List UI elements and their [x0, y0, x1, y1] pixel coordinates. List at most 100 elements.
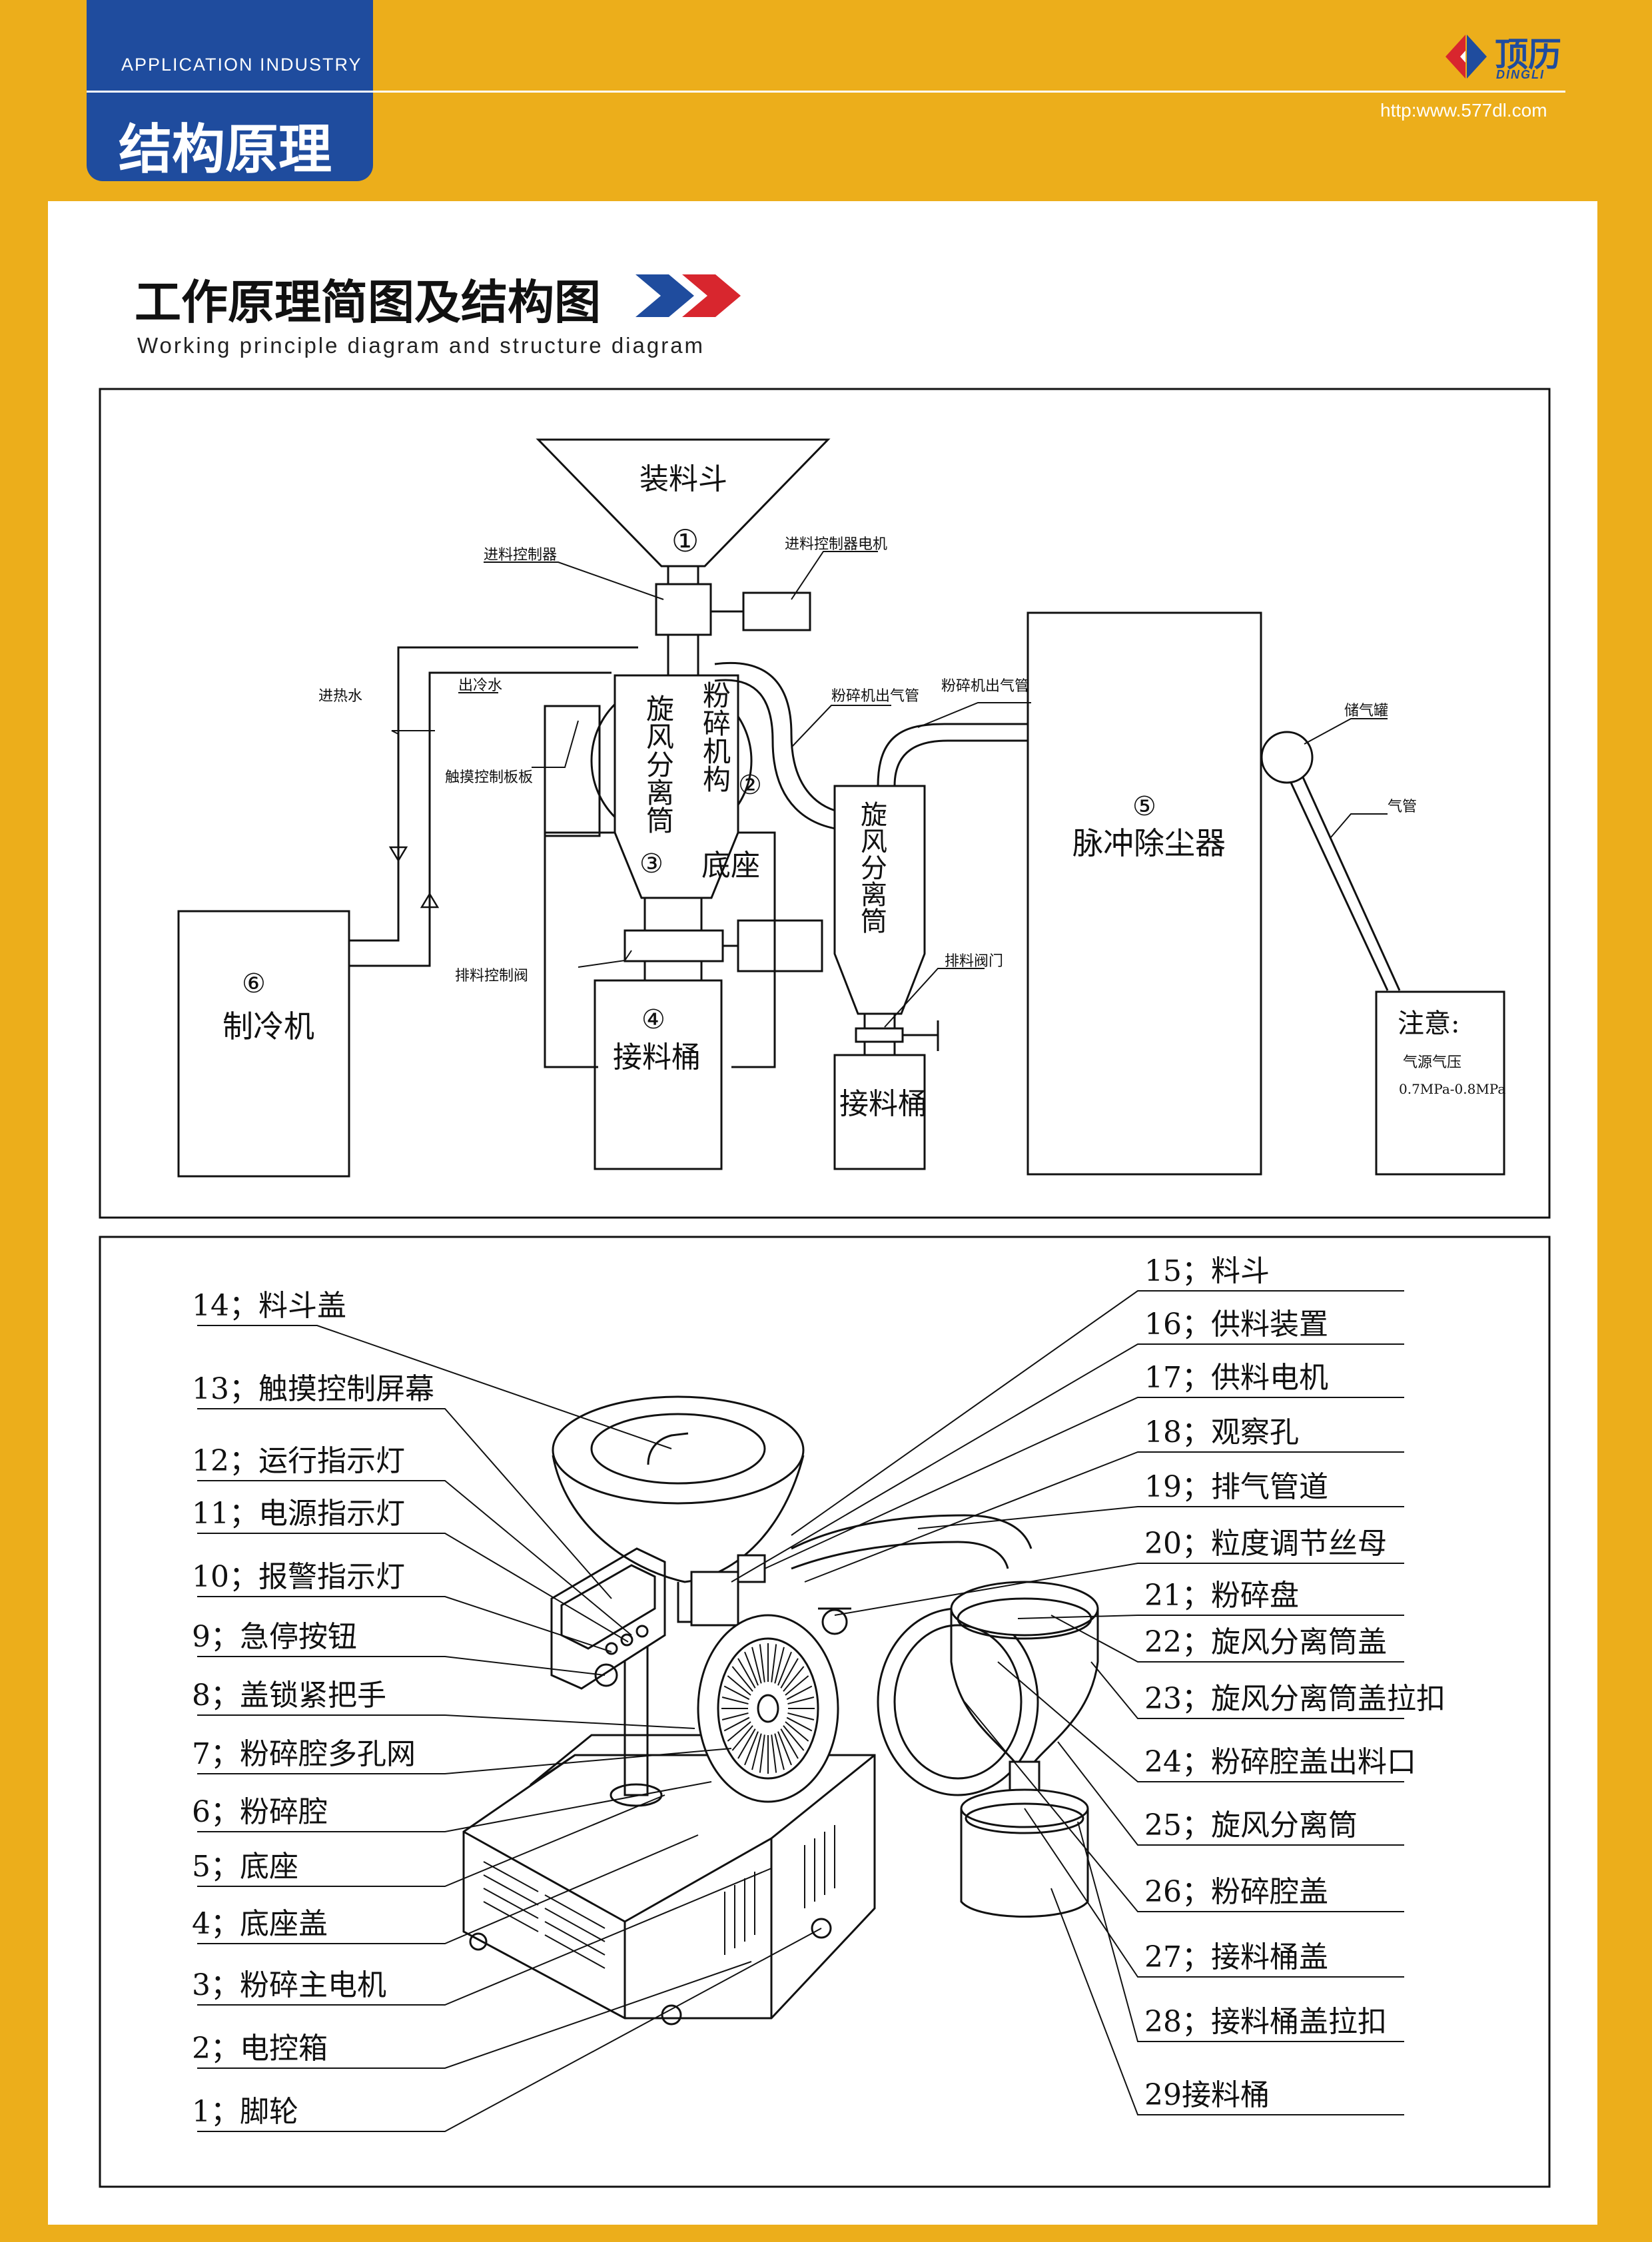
dust-number: ⑤ — [1132, 791, 1156, 822]
outlet-pipe1 — [714, 661, 859, 815]
chiller-number: ⑥ — [242, 968, 266, 999]
section-title: 工作原理简图及结构图 — [135, 275, 601, 330]
crusher-spoke — [780, 1728, 799, 1759]
crusher-spoke — [777, 1651, 792, 1686]
crusher-spoke — [751, 1733, 762, 1770]
hot-water-label: 进热水 — [318, 688, 362, 705]
gate-shape — [855, 1027, 904, 1043]
crusher-number: ② — [738, 770, 762, 801]
chiller-shape — [177, 910, 350, 1178]
hopper-number: ① — [671, 523, 699, 559]
part-label-6: 6；粉碎腔 — [192, 1795, 328, 1829]
feed-controller-label: 进料控制器 — [484, 547, 557, 563]
part-label-23: 23；旋风分离筒盖拉扣 — [1144, 1682, 1446, 1716]
part-label-15: 15；料斗 — [1144, 1254, 1270, 1288]
part-label-12: 12；运行指示灯 — [192, 1444, 405, 1478]
part-label-17: 17；供料电机 — [1144, 1361, 1328, 1395]
hot-water-line — [349, 646, 638, 942]
note-box — [1375, 990, 1505, 1176]
logo-icon — [1446, 35, 1487, 79]
note-line2: 0.7MPa-0.8MPa — [1399, 1081, 1505, 1097]
feed-motor-label: 进料控制器电机 — [785, 536, 887, 553]
crusher-spoke — [759, 1734, 765, 1773]
touch-panel-label: 触摸控制板板 — [445, 769, 533, 786]
machine-drawing — [462, 1395, 1099, 2026]
logo-text-cn: 顶历 — [1495, 35, 1561, 74]
right-part-labels: 15；料斗 16；供料装置 17；供料电机 18；观察孔 19；排气管道 20；… — [1144, 1254, 1446, 2112]
cold-water-label: 出冷水 — [458, 677, 502, 694]
crusher-spoke — [723, 1685, 750, 1700]
bin2-label: 接料桶 — [839, 1087, 927, 1121]
part-label-4: 4；底座盖 — [192, 1907, 328, 1941]
crusher-spoke — [731, 1666, 753, 1692]
part-label-16: 16；供料装置 — [1144, 1308, 1328, 1341]
crusher-spoke — [727, 1675, 751, 1696]
crusher-spoke — [783, 1725, 805, 1751]
bin2-shape — [833, 1054, 926, 1170]
crusher-spoke — [774, 1733, 785, 1770]
part-label-25: 25；旋风分离筒 — [1144, 1808, 1358, 1842]
crusher-spoke — [771, 1734, 777, 1773]
outlet-pipe2 — [877, 723, 1028, 787]
crusher-spoke — [780, 1658, 799, 1688]
principle-diagram: 装料斗 ① 进料控制器 进料控制器电机 进热水 出冷水 触摸控制板板 粉碎机构 … — [99, 388, 1551, 1219]
part-label-3: 3；粉碎主电机 — [192, 1968, 386, 2002]
crusher-label: 粉碎机构 — [699, 681, 731, 793]
part-label-1: 1；脚轮 — [192, 2095, 298, 2129]
cold-water-line — [349, 671, 612, 967]
crusher-spoke — [737, 1658, 756, 1688]
brand-logo[interactable]: 顶历 DINGLI — [1443, 27, 1569, 87]
crusher-spoke — [721, 1696, 749, 1705]
crusher-spoke — [723, 1716, 750, 1732]
discharge-valve-label: 排料控制阀 — [455, 968, 528, 984]
crusher-spoke — [744, 1651, 759, 1686]
cyclone1-label: 旋风分离筒 — [642, 694, 675, 834]
part-label-27: 27；接料桶盖 — [1144, 1940, 1328, 1974]
discharge-valve-shape — [623, 929, 724, 962]
part-label-2: 2；电控箱 — [192, 2032, 328, 2065]
outlet-pipe2-label: 粉碎机出气管 — [941, 678, 1029, 695]
crusher-spoke — [785, 1721, 809, 1742]
principle-frame — [99, 388, 1551, 1219]
tank-label: 储气罐 — [1344, 703, 1388, 719]
website-url[interactable]: http:www.577dl.com — [1380, 100, 1547, 121]
crusher-spoke — [777, 1731, 792, 1766]
part-label-21: 21；粉碎盘 — [1144, 1579, 1299, 1613]
part-label-7: 7；粉碎腔多孔网 — [192, 1737, 416, 1771]
part-label-28: 28；接料桶盖拉扣 — [1144, 2005, 1387, 2039]
left-part-labels: 14；料斗盖 13；触摸控制屏幕 12；运行指示灯 11；电源指示灯 10；报警… — [192, 1289, 434, 2129]
cyclone2-shape — [833, 785, 926, 1015]
dust-collector-shape — [1027, 611, 1262, 1176]
outlet-pipe1-label: 粉碎机出气管 — [831, 688, 919, 705]
part-label-22: 22；旋风分离筒盖 — [1144, 1625, 1387, 1659]
cyclone2-label: 旋风分离筒 — [856, 801, 887, 934]
part-label-14: 14；料斗盖 — [192, 1289, 346, 1323]
part-label-29: 29接料桶 — [1144, 2078, 1270, 2112]
cyclone1-number: ③ — [639, 849, 663, 879]
part-label-24: 24；粉碎腔盖出料口 — [1144, 1745, 1416, 1779]
crusher-spoke — [759, 1644, 765, 1682]
structure-frame — [99, 1236, 1551, 2188]
part-label-13: 13；触摸控制屏幕 — [192, 1372, 434, 1406]
valve-motor-shape — [737, 919, 823, 972]
crusher-spoke — [774, 1647, 785, 1684]
crusher-spoke — [721, 1712, 749, 1720]
pipe-label: 气管 — [1388, 799, 1417, 815]
logo-text-en: DINGLI — [1496, 68, 1545, 81]
discharge-gate-label: 排料阀门 — [945, 953, 1003, 970]
crusher-spoke — [731, 1725, 753, 1751]
note-line1: 气源气压 — [1403, 1054, 1461, 1071]
part-label-11: 11；电源指示灯 — [192, 1497, 405, 1531]
feed-controller-shape — [655, 583, 712, 636]
part-label-10: 10；报警指示灯 — [192, 1560, 405, 1594]
part-label-5: 5；底座 — [192, 1850, 298, 1884]
part-label-26: 26；粉碎腔盖 — [1144, 1875, 1328, 1909]
crusher-spoke — [751, 1647, 762, 1684]
header-tab: APPLICATION INDUSTRY 结构原理 — [87, 0, 373, 181]
crusher-spoke — [787, 1712, 815, 1720]
dust-label: 脉冲除尘器 — [1072, 825, 1226, 861]
page-title: 结构原理 — [119, 119, 332, 181]
crusher-spoke — [783, 1666, 805, 1692]
bin1-shape — [594, 979, 723, 1170]
crusher-spoke — [727, 1721, 751, 1742]
